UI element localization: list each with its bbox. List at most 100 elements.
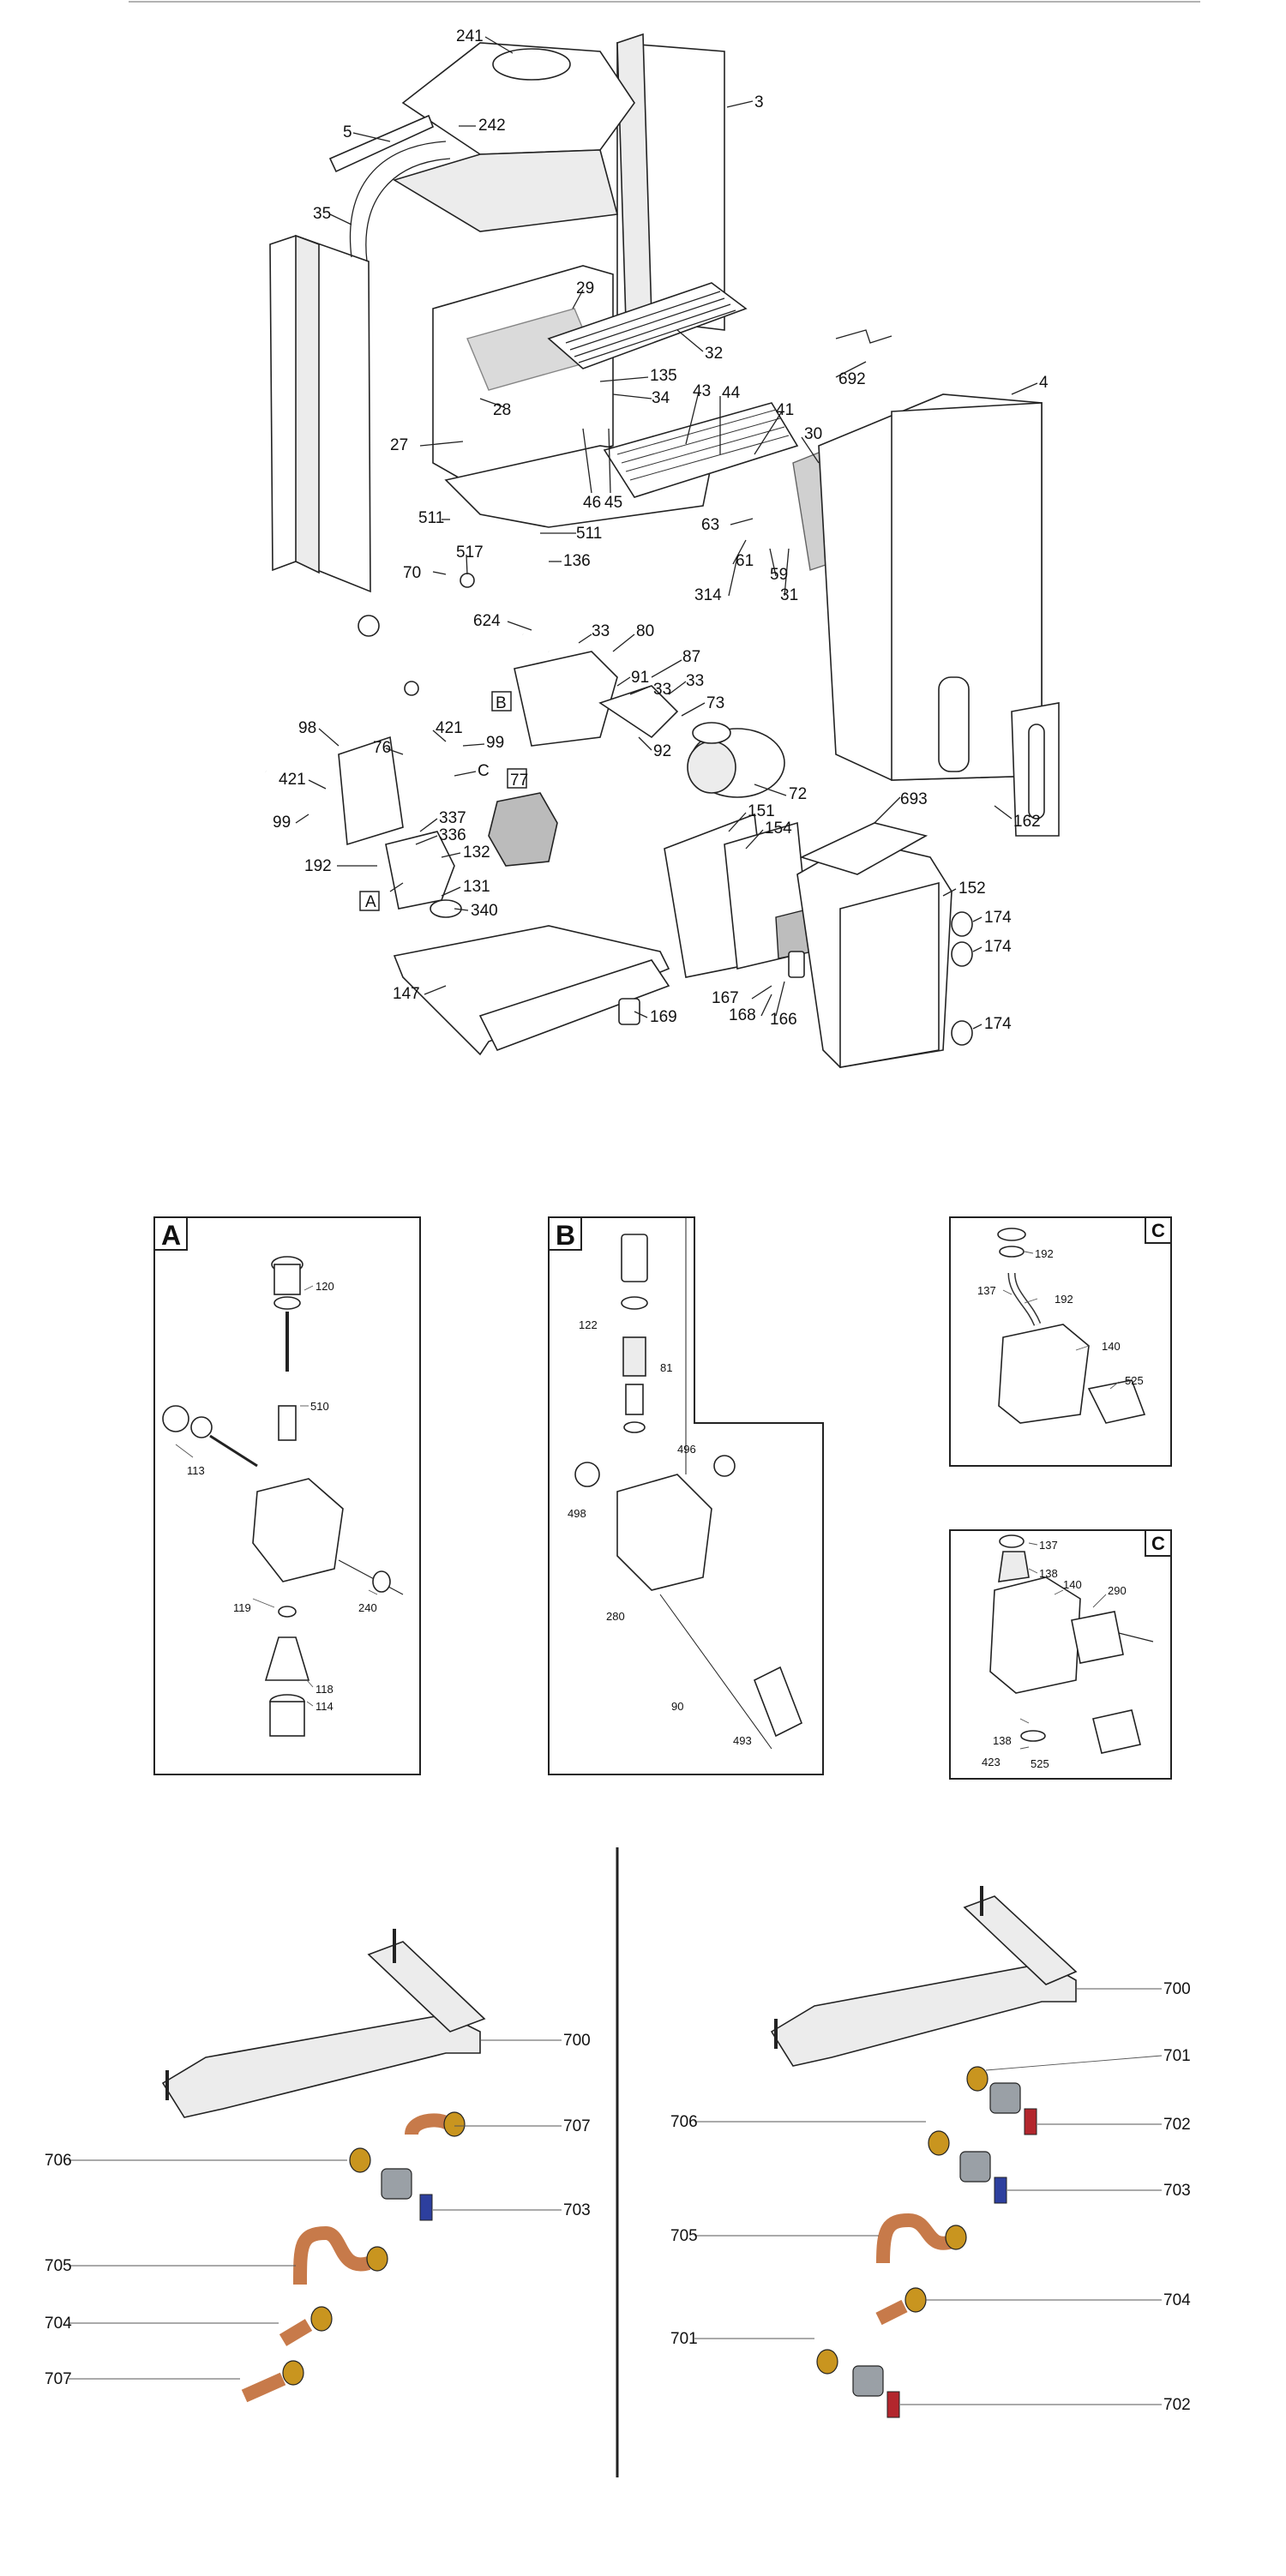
- callout-label: 337: [439, 809, 466, 827]
- detail-b-frame: [548, 1216, 824, 1775]
- callout-label: 336: [439, 826, 466, 844]
- detail-a-frame: [153, 1216, 421, 1775]
- callout-label: 517: [456, 543, 484, 561]
- callout-label: 99: [486, 734, 504, 752]
- pipe-704-right: [875, 2299, 908, 2326]
- gas-valve-140: [998, 1324, 1090, 1424]
- fitting-706-right: [928, 2130, 950, 2156]
- ref-box-b: [491, 691, 512, 712]
- callout-label: 693: [900, 790, 928, 808]
- callout-label: 280: [606, 1610, 625, 1623]
- callout-label: 166: [770, 1011, 797, 1029]
- pipe-705: [293, 2225, 371, 2285]
- callout-label: 29: [576, 279, 594, 297]
- detail-c2-letter: C: [1151, 1533, 1165, 1554]
- callout-label: 81: [660, 1361, 672, 1374]
- callout-label: 114: [315, 1700, 334, 1713]
- callout-label: 496: [677, 1443, 696, 1456]
- main-heat-exchanger: [547, 282, 748, 369]
- callout-label: 59: [770, 566, 788, 584]
- callout-label: 701: [670, 2330, 698, 2348]
- callout-label: 77: [510, 772, 528, 790]
- callout-label: 168: [729, 1006, 756, 1024]
- callout-label: 4: [1039, 374, 1049, 392]
- callout-label: 702: [1163, 2116, 1191, 2134]
- air-vent-73: [692, 722, 731, 744]
- main-exploded-view: 2413524235293213569243428274344413046456…: [262, 27, 1060, 1068]
- flue-outlet: [492, 48, 571, 81]
- callout-label: 511: [418, 509, 444, 527]
- diverter-body: [252, 1478, 344, 1582]
- clip-517: [460, 573, 475, 588]
- panel-slot: [938, 676, 970, 772]
- pipe-704: [279, 2319, 313, 2346]
- detail-a-letter: A: [161, 1220, 181, 1251]
- callout-label: 140: [1102, 1340, 1121, 1353]
- callout-label: 706: [670, 2113, 698, 2131]
- callout-label: 136: [563, 552, 591, 570]
- callout-label: 138: [1039, 1567, 1058, 1580]
- callout-label: 242: [478, 117, 506, 135]
- hydraulic-body: [616, 1474, 712, 1591]
- callout-label: A: [365, 893, 376, 911]
- callout-label: 122: [579, 1318, 598, 1331]
- callout-label: 700: [1163, 1980, 1191, 1998]
- callout-label: 624: [473, 612, 501, 630]
- callout-label: 147: [393, 985, 420, 1003]
- callout-label: 118: [315, 1683, 334, 1696]
- callout-label: 525: [1031, 1757, 1049, 1770]
- callout-label: 113: [187, 1464, 205, 1477]
- callout-label: 35: [313, 205, 331, 223]
- air-duct-35: [349, 141, 447, 258]
- callout-label: 511: [576, 525, 602, 543]
- callout-label: 192: [1055, 1293, 1073, 1306]
- grommet-174a: [951, 911, 973, 937]
- callout-label: 707: [563, 2117, 591, 2135]
- callout-label: 135: [650, 367, 677, 385]
- callout-label: 169: [650, 1008, 677, 1026]
- callout-label: 290: [1108, 1584, 1127, 1597]
- callout-label: 137: [1039, 1539, 1058, 1552]
- callout-label: 32: [705, 345, 723, 363]
- callout-label: 44: [722, 384, 741, 402]
- callout-label: 63: [701, 516, 719, 534]
- callout-label: 43: [693, 382, 711, 400]
- callout-label: 704: [1163, 2291, 1191, 2309]
- gas-valve-140b: [989, 1576, 1081, 1694]
- callout-label: 138: [993, 1734, 1012, 1747]
- mounting-bracket-700: [161, 2014, 481, 2118]
- callout-label: 34: [652, 389, 670, 407]
- callout-label: 421: [436, 719, 463, 737]
- valve-703-right: [959, 2151, 991, 2183]
- detail-c2-frame: [949, 1529, 1172, 1780]
- detail-b-letter: B: [556, 1220, 575, 1251]
- callout-label: 30: [804, 425, 822, 443]
- part-166: [788, 951, 805, 978]
- callout-label: 131: [463, 878, 490, 896]
- callout-label: 132: [463, 844, 490, 862]
- callout-label: 314: [694, 586, 722, 604]
- callout-label: 498: [568, 1507, 586, 1520]
- callout-label: 192: [1035, 1247, 1054, 1260]
- cover-693: [799, 822, 928, 875]
- callout-label: 162: [1013, 813, 1041, 831]
- callout-label: 152: [958, 880, 986, 898]
- mounting-bracket-700-right: [770, 1962, 1077, 2067]
- callout-label: 90: [671, 1700, 683, 1713]
- callout-label: 692: [838, 370, 866, 388]
- valve-703: [381, 2168, 412, 2200]
- ref-box-c: [507, 768, 527, 789]
- callout-label: C: [478, 762, 490, 780]
- callout-label: 701: [1163, 2047, 1191, 2065]
- fitting-701-top: [966, 2066, 989, 2092]
- callout-label: 167: [712, 989, 739, 1007]
- callout-label: 706: [45, 2152, 72, 2170]
